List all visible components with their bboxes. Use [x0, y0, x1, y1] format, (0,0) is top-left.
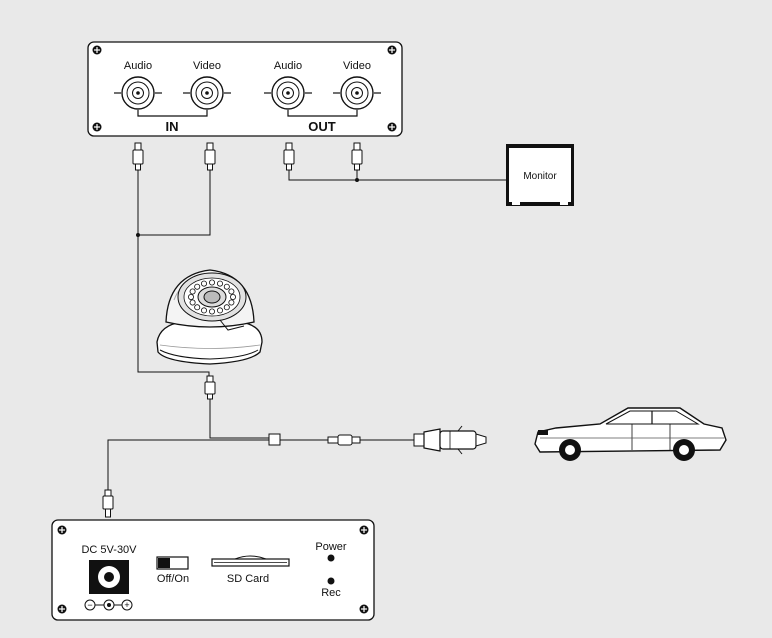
ir-led-icon	[208, 308, 215, 315]
camera-power-wire	[209, 398, 270, 439]
led-icon	[327, 577, 335, 585]
out-audio-wire	[288, 170, 508, 181]
out-bracket	[287, 110, 358, 117]
ir-led-icon	[200, 280, 207, 287]
rca-plug-icon	[204, 375, 216, 400]
bnc-connector-icon	[333, 76, 381, 110]
out-audio-label: Audio	[274, 60, 302, 72]
screw-icon	[359, 525, 369, 535]
screw-icon	[92, 45, 102, 55]
ir-led-icon	[194, 304, 201, 311]
car-icon	[534, 407, 727, 461]
rca-plug-icon	[283, 142, 295, 171]
polarity-symbol: − +	[84, 599, 133, 611]
top-plugs	[132, 142, 363, 171]
power-label: Power	[315, 541, 347, 553]
monitor: Monitor	[506, 144, 574, 206]
inline-connector	[327, 434, 361, 446]
rca-plug-icon	[102, 489, 114, 518]
led-icon	[327, 554, 335, 562]
bnc-connector-icon	[183, 76, 231, 110]
ir-led-icon	[194, 283, 201, 290]
in-label: IN	[166, 119, 179, 134]
sd-label: SD Card	[227, 573, 269, 585]
ir-led-icon	[229, 293, 236, 300]
dome-camera-icon	[156, 269, 263, 365]
ir-led-icon	[189, 299, 196, 306]
polarity-plus: +	[124, 600, 129, 610]
in-bracket	[137, 110, 208, 117]
rec-label: Rec	[321, 587, 341, 599]
rca-plug-icon	[351, 142, 363, 171]
sd-slot-icon[interactable]	[211, 555, 290, 567]
av-panel-body	[87, 41, 403, 137]
screw-icon	[387, 45, 397, 55]
screw-icon	[387, 122, 397, 132]
screw-icon	[57, 604, 67, 614]
inline-fuse	[268, 433, 281, 446]
ir-led-ring	[187, 279, 236, 315]
out-video-label: Video	[343, 60, 371, 72]
wire-junction	[355, 178, 359, 182]
rca-plug-icon	[204, 142, 216, 171]
rca-plug-icon	[132, 142, 144, 171]
dc-jack-icon	[89, 560, 129, 594]
monitor-screen	[509, 148, 571, 202]
ir-led-icon	[228, 299, 235, 306]
power-panel-body	[51, 519, 375, 621]
ir-led-icon	[223, 304, 230, 311]
main-power-wire	[107, 439, 270, 492]
dc-label: DC 5V-30V	[81, 544, 137, 556]
monitor-label: Monitor	[523, 171, 557, 182]
ir-led-icon	[216, 280, 223, 287]
ir-led-icon	[223, 283, 230, 290]
in-audio-label: Audio	[124, 60, 152, 72]
screw-icon	[92, 122, 102, 132]
ir-led-icon	[228, 288, 235, 295]
switch-icon[interactable]	[156, 556, 189, 570]
screw-icon	[57, 525, 67, 535]
ir-led-icon	[189, 288, 196, 295]
ir-led-icon	[208, 279, 215, 286]
wires	[107, 170, 508, 492]
out-label: OUT	[308, 119, 336, 134]
screw-icon	[359, 604, 369, 614]
av-panel: Audio Video Audio Video IN OUT	[87, 41, 403, 137]
ir-led-icon	[187, 293, 194, 300]
bnc-connector-icon	[264, 76, 312, 110]
bnc-connector-icon	[114, 76, 162, 110]
ir-led-icon	[200, 307, 207, 314]
cigarette-plug-icon	[413, 425, 487, 455]
in-video-label: Video	[193, 60, 221, 72]
switch-label: Off/On	[157, 573, 189, 585]
wire-junction	[136, 233, 140, 237]
in-audio-wire	[137, 170, 210, 378]
power-panel: DC 5V-30V − + Off/On	[51, 519, 375, 621]
in-video-wire	[138, 170, 211, 236]
polarity-minus: −	[87, 600, 92, 610]
ir-led-icon	[216, 307, 223, 314]
